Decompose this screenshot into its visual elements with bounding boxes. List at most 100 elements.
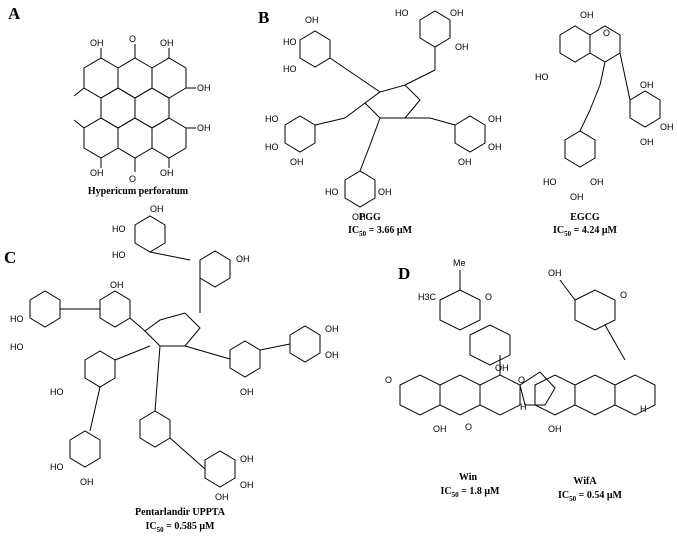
ketone-o-label: O: [518, 375, 525, 385]
ketone-o-label: O: [385, 375, 392, 385]
oh-label: OH: [548, 268, 562, 278]
oh-label: OH: [455, 42, 469, 52]
ic-prefix: IC: [348, 225, 360, 236]
oh-label: OH: [215, 492, 229, 502]
egcg-name: EGCG: [570, 212, 600, 223]
wifa-ic50: IC50 = 0.54 μM: [535, 490, 645, 503]
ho-label: HO: [265, 142, 279, 152]
ho-label: HO: [10, 342, 24, 352]
pgg-ic50: IC50 = 3.66 μM: [325, 225, 435, 238]
ic-prefix: IC: [145, 521, 157, 532]
ic-value: = 1.8 μM: [458, 486, 500, 497]
oh-label: OH: [640, 137, 654, 147]
oh-label: OH: [80, 477, 94, 487]
ho-label: HO: [112, 224, 126, 234]
ic-subscript: 50: [564, 230, 572, 238]
oh-label: OH: [160, 38, 174, 48]
oh-label: OH: [240, 387, 254, 397]
oh-label: OH: [160, 168, 174, 178]
ho-label: HO: [535, 72, 549, 82]
ketone-o-bottom: O: [129, 174, 136, 184]
uppta-name: Pentarlandir UPPTA: [135, 507, 225, 518]
wifa-labels: OH O O OH H: [518, 268, 647, 434]
ic-subscript: 50: [569, 495, 577, 503]
oh-label: OH: [580, 10, 594, 20]
ic-prefix: IC: [553, 225, 565, 236]
oh-label: OH: [236, 254, 250, 264]
oh-label: OH: [570, 192, 584, 202]
ic-subscript: 50: [359, 230, 367, 238]
oh-label: OH: [640, 80, 654, 90]
egcg-ic50: IC50 = 4.24 μM: [530, 225, 640, 238]
oh-label: OH: [378, 187, 392, 197]
epoxide-o-label: O: [465, 422, 472, 432]
ho-label: HO: [283, 64, 297, 74]
win-name: Win: [458, 472, 478, 483]
egcg-structure: [559, 25, 661, 168]
win-structure: [399, 270, 556, 416]
oh-label: OH: [290, 157, 304, 167]
pgg-name: PGG: [359, 212, 381, 223]
ic-prefix: IC: [440, 486, 452, 497]
oh-label: OH: [488, 142, 502, 152]
oh-label: OH: [110, 280, 124, 290]
uppta-structure: [29, 215, 321, 488]
oh-label: OH: [450, 8, 464, 18]
h3c-label: H3C: [418, 292, 437, 302]
ho-label: HO: [283, 37, 297, 47]
oh-label: OH: [458, 157, 472, 167]
ho-label: HO: [112, 250, 126, 260]
wifa-name: WifA: [573, 476, 597, 487]
ring-o-label: O: [485, 292, 492, 302]
oh-label: OH: [488, 114, 502, 124]
ho-label: HO: [265, 114, 279, 124]
oh-label: OH: [590, 177, 604, 187]
uppta-ic50: IC50 = 0.585 μM: [120, 521, 240, 534]
oh-label: OH: [90, 38, 104, 48]
oh-label: OH: [150, 204, 164, 214]
pgg-labels: HO OH HO HO OH OH HO HO OH OH OH OH HO O…: [265, 8, 502, 222]
ring-o-label: O: [603, 28, 610, 38]
egcg-labels: OH HO O OH OH OH HO OH OH: [535, 10, 674, 202]
ic-value: = 0.585 μM: [163, 521, 215, 532]
ic-subscript: 50: [156, 526, 164, 534]
ho-label: HO: [10, 314, 24, 324]
oh-label: OH: [433, 424, 447, 434]
oh-label: OH: [305, 15, 319, 25]
panel-c-letter: C: [4, 248, 17, 267]
hypericin-structure: O O OH OH OH OH OH OH: [73, 34, 211, 184]
oh-label: OH: [240, 454, 254, 464]
win-labels: Me H3C O OH O OH O H: [385, 258, 527, 434]
ho-label: HO: [50, 387, 64, 397]
ho-label: HO: [325, 187, 339, 197]
methyl-label: Me: [453, 258, 466, 268]
oh-label: OH: [352, 212, 366, 222]
ic-prefix: IC: [558, 490, 570, 501]
ic-value: = 4.24 μM: [571, 225, 617, 236]
h-label: H: [640, 404, 647, 414]
ho-label: HO: [50, 462, 64, 472]
oh-label: OH: [197, 83, 211, 93]
ic-value: = 3.66 μM: [366, 225, 412, 236]
h-label: H: [520, 402, 527, 412]
ic-value: = 0.54 μM: [576, 490, 622, 501]
oh-label: OH: [660, 122, 674, 132]
hypericum-caption: Hypericum perforatum: [87, 186, 189, 197]
oh-label: OH: [197, 123, 211, 133]
oh-label: OH: [325, 324, 339, 334]
ring-o-label: O: [620, 290, 627, 300]
oh-label: OH: [495, 363, 509, 373]
ho-label: HO: [395, 8, 409, 18]
pgg-structure: [284, 10, 486, 208]
oh-label: OH: [90, 168, 104, 178]
panel-b-letter: B: [258, 8, 270, 27]
panel-d-letter: D: [398, 264, 411, 283]
ho-label: HO: [543, 177, 557, 187]
win-ic50: IC50 = 1.8 μM: [415, 486, 525, 499]
oh-label: OH: [325, 350, 339, 360]
oh-label: OH: [240, 480, 254, 490]
uppta-labels: OH HO HO OH HO HO OH HO OH OH OH HO OH O…: [10, 204, 339, 502]
wifa-structure: [534, 279, 656, 416]
